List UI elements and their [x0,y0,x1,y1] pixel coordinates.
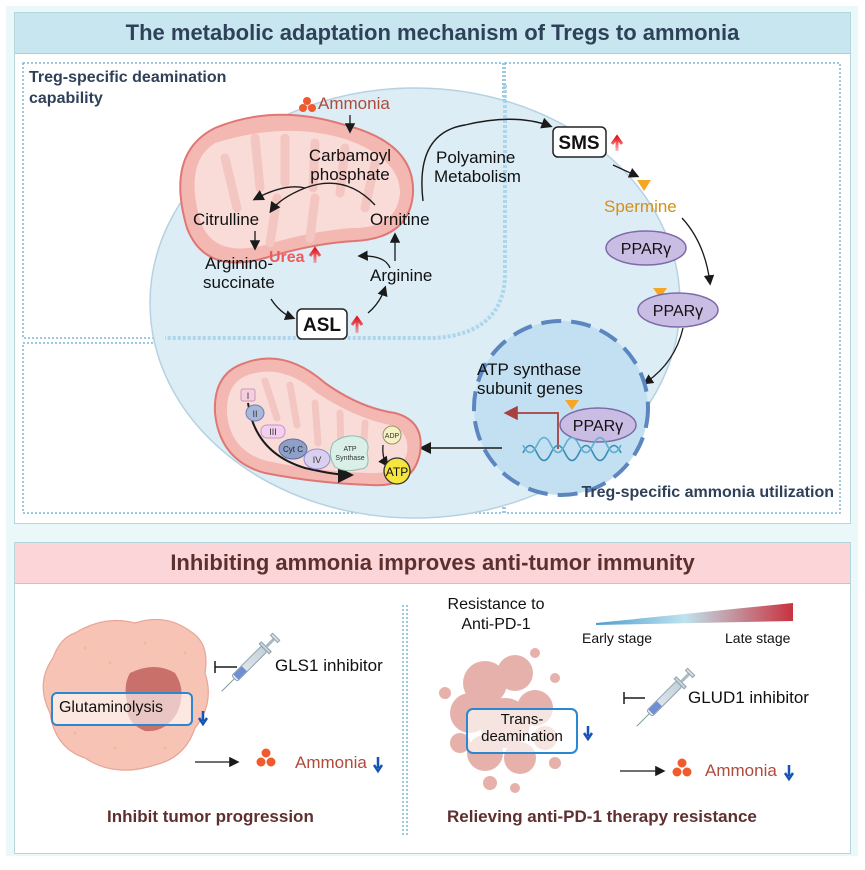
bottom-panel-title: Inhibiting ammonia improves anti-tumor i… [15,543,850,584]
atp-synthase-genes-label-1: ATP synthase [477,360,581,379]
ppar-nucleus [559,407,637,443]
atp-molecule [383,457,411,485]
adp-molecule [382,425,402,445]
syringe-icon-gls1 [221,632,281,692]
transcription-arrow [503,405,559,449]
sms-label: SMS [558,133,599,154]
ammonia-label-right: Ammonia [705,761,777,780]
ammonia-icon-left [256,748,276,767]
left-caption: Inhibit tumor progression [107,807,314,826]
gls1-inhibitor-label: GLS1 inhibitor [275,656,383,675]
glutaminolysis-box [51,692,193,726]
atp-synthase-label-1: ATP [343,446,356,453]
polyamine-label-2: Metabolism [434,167,521,186]
early-stage-label: Early stage [582,630,653,646]
cyt-c [278,438,308,460]
glutaminolysis-label: Glutaminolysis [58,699,164,716]
adp-label: ADP [385,433,400,440]
urea-up-arrow-icon [308,246,322,263]
ppar-cytoplasm [605,230,687,266]
deamination-section-label-line1: Treg-specific deamination [29,69,227,86]
urea-label: Urea [269,249,305,266]
atp-synthase-label-2: Synthase [335,455,364,462]
cyt-c-label: Cyt C [283,445,303,454]
dna-icon [522,436,622,462]
ammonia-icon [299,97,316,112]
complex-3-label: III [269,427,277,437]
complex-2-label: II [252,409,257,419]
complex-4-label: IV [313,455,322,465]
syringe-icon-glud1 [636,667,696,727]
complex-1 [240,388,256,402]
glutaminolysis-down-arrow-icon [197,711,209,727]
spermine-label: Spermine [604,197,677,216]
top-panel-diagram: Ammonia Carbamoyl phosphate Citrulline O… [22,62,841,519]
asl-label: ASL [303,315,341,336]
asl-up-arrow-icon [350,315,364,333]
sms-up-arrow-icon [610,134,624,151]
complex-4 [303,448,331,470]
bottom-panel-diagram: GLS1 inhibitor Ammonia GLUD1 inhibitor [42,603,809,835]
resistance-label-line2: Anti-PD-1 [461,616,531,633]
ammonia-right-down-arrow-icon [783,765,795,782]
atp-synthase-genes-label-2: subunit genes [477,379,583,398]
stage-gradient-bar [596,603,793,625]
deamination-section-label-line2: capability [29,90,103,107]
carbamoyl-phosphate-label-2: phosphate [310,165,389,184]
top-panel: The metabolic adaptation mechanism of Tr… [14,12,851,524]
ammonia-label-left: Ammonia [295,753,367,772]
deamination-section-label: Treg-specific deamination capability [29,67,226,109]
glud1-inhibitor-label: GLUD1 inhibitor [688,688,809,707]
spermine-icon [637,180,651,191]
spermine-bound-icon [653,288,667,298]
bottom-panel: Inhibiting ammonia improves anti-tumor i… [14,542,851,854]
resistance-label-line1: Resistance to [447,596,545,613]
citrulline-label: Citrulline [193,210,259,229]
transdeamination-down-arrow-icon [582,726,594,742]
ammonia-label-top: Ammonia [318,94,390,113]
polyamine-label-1: Polyamine [436,148,515,167]
late-stage-label: Late stage [725,630,791,646]
asl-box [296,308,348,340]
atp-label: ATP [386,465,408,479]
complex-2 [245,404,265,422]
ppar-bound-label: PPARγ [653,303,703,320]
transdeamination-label-line1: Trans- [500,711,544,728]
argininosuccinate-label-2: succinate [203,273,275,292]
carbamoyl-phosphate-label-1: Carbamoyl [309,146,391,165]
arginine-label: Arginine [370,266,432,285]
nucleus [472,319,650,497]
ammonia-icon-right [672,758,692,777]
ammonia-left-down-arrow-icon [372,757,384,774]
transdeamination-label: Trans- deamination [467,711,577,745]
complex-3 [260,424,286,439]
ppar-cytoplasm-label: PPARγ [621,241,671,258]
ornitine-label: Ornitine [370,210,430,229]
utilization-section-label: Treg-specific ammonia utilization [581,484,835,501]
ppar-nucleus-label: PPARγ [573,418,623,435]
atp-synthase [329,435,369,472]
resistance-label: Resistance to Anti-PD-1 [435,595,557,635]
ppar-bound [637,292,719,328]
right-caption: Relieving anti-PD-1 therapy resistance [447,807,757,826]
complex-1-label: I [247,391,250,401]
transdeamination-label-line2: deamination [481,728,563,745]
sms-box [552,126,607,158]
top-panel-title: The metabolic adaptation mechanism of Tr… [15,13,850,54]
argininosuccinate-label-1: Arginino- [205,254,273,273]
transdeamination-box [466,708,578,754]
